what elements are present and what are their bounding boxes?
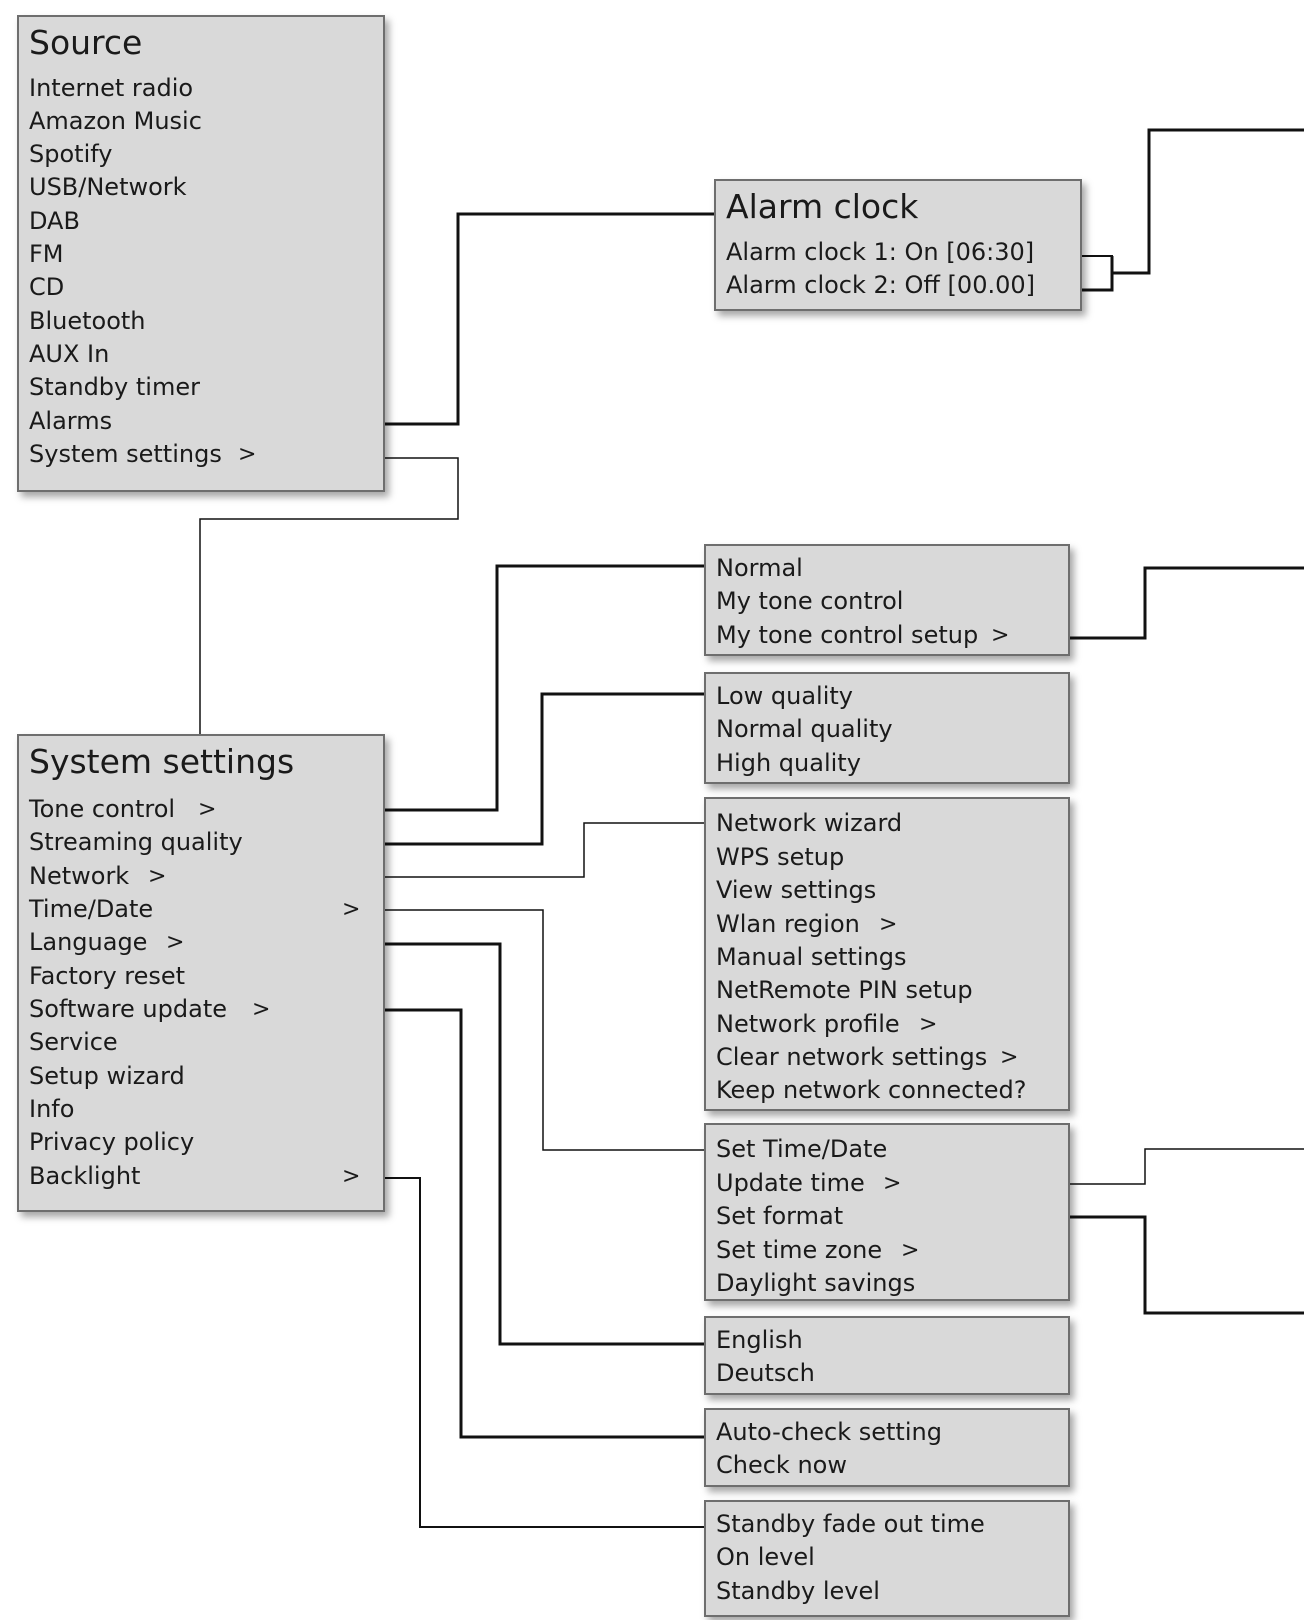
source-menu-title: Source (29, 23, 143, 62)
time-item-update-time[interactable]: Update time (716, 1169, 865, 1197)
system-item-setup-wizard[interactable]: Setup wizard (29, 1062, 185, 1090)
source-item-internet-radio[interactable]: Internet radio (29, 74, 194, 102)
source-item-alarms[interactable]: Alarms (29, 407, 113, 435)
tone-control-menu: Normal My tone control My tone control s… (704, 544, 1070, 656)
system-item-factory-reset[interactable]: Factory reset (29, 962, 186, 990)
time-item-set-time-date[interactable]: Set Time/Date (716, 1135, 888, 1163)
tone-item-my-tone-control-setup[interactable]: My tone control setup (716, 621, 979, 649)
streaming-quality-menu: Low quality Normal quality High quality (704, 672, 1070, 784)
tone-control-arrow-icon: > (198, 797, 217, 822)
system-settings-arrow-icon: > (238, 442, 257, 467)
tone-setup-continue-connector (1053, 566, 1304, 640)
wlan-region-arrow-icon: > (879, 912, 898, 937)
quality-item-normal[interactable]: Normal quality (716, 715, 893, 743)
backlight-item-standby-level[interactable]: Standby level (716, 1577, 880, 1605)
network-item-clear-network-settings[interactable]: Clear network settings (716, 1043, 988, 1071)
update-time-arrow-icon: > (883, 1171, 902, 1196)
source-menu: Source Internet radio Amazon Music Spoti… (17, 15, 385, 492)
system-item-streaming-quality[interactable]: Streaming quality (29, 828, 243, 856)
language-menu: English Deutsch (704, 1316, 1070, 1395)
source-item-usb-network[interactable]: USB/Network (29, 173, 187, 201)
language-arrow-icon: > (166, 930, 185, 955)
backlight-item-standby-fade-out-time[interactable]: Standby fade out time (716, 1510, 985, 1538)
backlight-menu: Standby fade out time On level Standby l… (704, 1500, 1070, 1617)
time-date-arrow-icon: > (342, 897, 361, 922)
network-item-netremote-pin-setup[interactable]: NetRemote PIN setup (716, 976, 973, 1004)
set-format-continue-connector (1053, 1215, 1304, 1315)
system-item-privacy-policy[interactable]: Privacy policy (29, 1128, 195, 1156)
network-item-network-profile[interactable]: Network profile (716, 1010, 900, 1038)
source-item-spotify[interactable]: Spotify (29, 140, 113, 168)
time-item-set-format[interactable]: Set format (716, 1202, 844, 1230)
software-update-menu: Auto-check setting Check now (704, 1408, 1070, 1487)
system-item-backlight[interactable]: Backlight (29, 1162, 141, 1190)
set-time-zone-arrow-icon: > (901, 1238, 920, 1263)
system-settings-menu-title: System settings (29, 742, 295, 781)
system-item-language[interactable]: Language (29, 928, 148, 956)
source-item-dab[interactable]: DAB (29, 207, 80, 235)
source-item-fm[interactable]: FM (29, 240, 64, 268)
system-item-time-date[interactable]: Time/Date (29, 895, 154, 923)
system-item-info[interactable]: Info (29, 1095, 75, 1123)
system-item-software-update[interactable]: Software update (29, 995, 227, 1023)
network-item-keep-network-connected[interactable]: Keep network connected? (716, 1076, 1027, 1104)
software-item-auto-check-setting[interactable]: Auto-check setting (716, 1418, 942, 1446)
software-update-arrow-icon: > (252, 997, 271, 1022)
time-date-menu: Set Time/Date Update time > Set format S… (704, 1123, 1070, 1301)
alarm-clock-1-item[interactable]: Alarm clock 1: On [06:30] (726, 238, 1035, 266)
network-item-manual-settings[interactable]: Manual settings (716, 943, 907, 971)
language-item-english[interactable]: English (716, 1326, 803, 1354)
network-item-network-wizard[interactable]: Network wizard (716, 809, 903, 837)
system-item-network[interactable]: Network (29, 862, 130, 890)
alarm-2-connector (1072, 256, 1114, 292)
quality-item-low[interactable]: Low quality (716, 682, 853, 710)
source-item-amazon-music[interactable]: Amazon Music (29, 107, 202, 135)
update-time-continue-connector (1053, 1148, 1304, 1185)
tone-setup-arrow-icon: > (991, 623, 1010, 648)
tone-item-my-tone-control[interactable]: My tone control (716, 587, 904, 615)
language-connector (375, 942, 704, 1346)
network-arrow-icon: > (148, 864, 167, 889)
system-settings-menu: System settings Tone control > Streaming… (17, 734, 385, 1212)
network-item-view-settings[interactable]: View settings (716, 876, 877, 904)
backlight-connector (375, 1177, 704, 1528)
network-item-wps-setup[interactable]: WPS setup (716, 843, 845, 871)
source-item-aux-in[interactable]: AUX In (29, 340, 110, 368)
system-item-tone-control[interactable]: Tone control (29, 795, 176, 823)
alarm-continue-connector (1112, 128, 1304, 275)
system-settings-connector (199, 457, 459, 734)
quality-item-high[interactable]: High quality (716, 749, 861, 777)
time-item-daylight-savings[interactable]: Daylight savings (716, 1269, 916, 1297)
source-item-standby-timer[interactable]: Standby timer (29, 373, 200, 401)
tone-control-connector (375, 564, 704, 812)
system-item-service[interactable]: Service (29, 1028, 118, 1056)
time-item-set-time-zone[interactable]: Set time zone (716, 1236, 883, 1264)
source-item-bluetooth[interactable]: Bluetooth (29, 307, 146, 335)
streaming-quality-connector (375, 692, 704, 846)
alarms-connector (375, 212, 714, 426)
alarm-clock-menu: Alarm clock Alarm clock 1: On [06:30] Al… (714, 179, 1082, 311)
network-menu: Network wizard WPS setup View settings W… (704, 797, 1070, 1111)
clear-network-arrow-icon: > (1000, 1045, 1019, 1070)
network-profile-arrow-icon: > (919, 1012, 938, 1037)
language-item-deutsch[interactable]: Deutsch (716, 1359, 815, 1387)
alarm-clock-2-item[interactable]: Alarm clock 2: Off [00.00] (726, 271, 1035, 299)
backlight-item-on-level[interactable]: On level (716, 1543, 815, 1571)
backlight-arrow-icon: > (342, 1164, 361, 1189)
tone-item-normal[interactable]: Normal (716, 554, 803, 582)
network-item-wlan-region[interactable]: Wlan region (716, 910, 860, 938)
software-item-check-now[interactable]: Check now (716, 1451, 847, 1479)
software-update-connector (375, 1008, 704, 1439)
source-item-cd[interactable]: CD (29, 273, 65, 301)
alarm-clock-menu-title: Alarm clock (726, 187, 919, 226)
network-connector (375, 822, 704, 878)
source-item-system-settings[interactable]: System settings (29, 440, 222, 468)
time-date-connector (375, 909, 704, 1151)
